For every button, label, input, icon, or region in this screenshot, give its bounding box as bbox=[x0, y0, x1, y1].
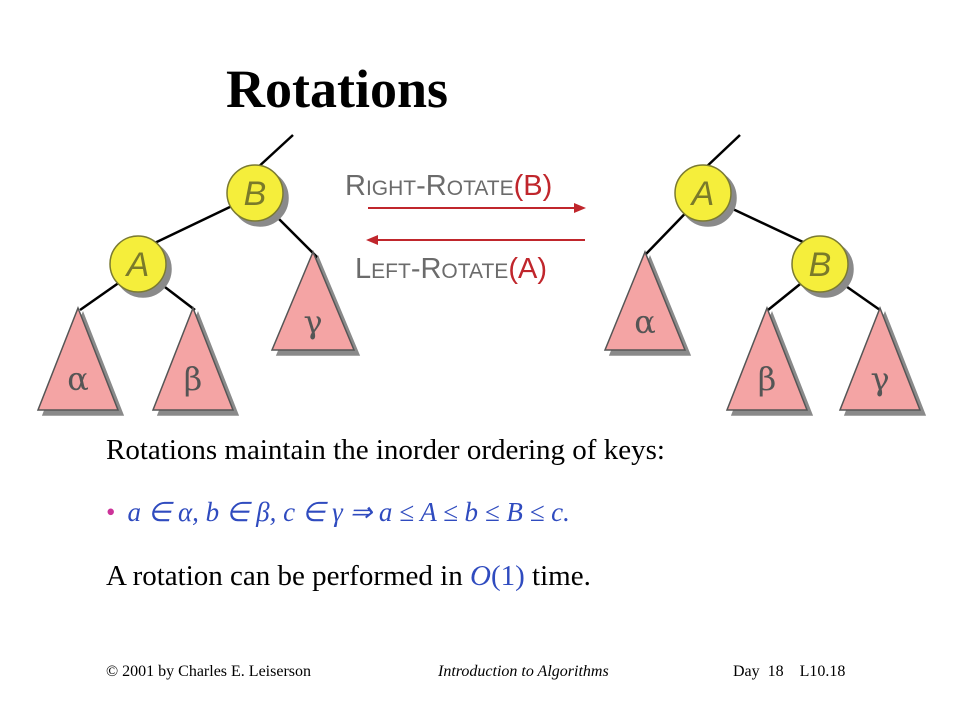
complexity-statement: A rotation can be performed in O(1) time… bbox=[106, 560, 591, 593]
right-node-b bbox=[791, 235, 849, 293]
left-node-b bbox=[226, 164, 284, 222]
left-node-a bbox=[109, 235, 167, 293]
left-beta-label: β bbox=[184, 360, 203, 398]
complexity-bound: O(1) bbox=[470, 560, 525, 592]
left-triangle-beta bbox=[151, 305, 235, 411]
ordering-formula: a ∈ α, b ∈ β, c ∈ γ ⇒ a ≤ A ≤ b ≤ B ≤ c. bbox=[127, 497, 570, 527]
footer-course: Introduction to Algorithms bbox=[438, 663, 609, 680]
right-rotate-label: RIGHT-ROTATE(B) bbox=[345, 170, 552, 202]
complexity-prefix: A rotation can be performed in bbox=[106, 560, 470, 592]
left-triangle-alpha bbox=[36, 305, 120, 411]
right-triangle-alpha bbox=[603, 250, 687, 351]
rotation-diagram: B A α β γ RIGHT-ROTATE(B) LEFT-ROTATE(A) bbox=[36, 134, 922, 411]
right-triangle-gamma bbox=[838, 305, 922, 411]
ordering-bullet: • a ∈ α, b ∈ β, c ∈ γ ⇒ a ≤ A ≤ b ≤ B ≤ c… bbox=[106, 497, 570, 528]
left-triangle-gamma bbox=[270, 250, 356, 351]
bullet-icon: • bbox=[106, 497, 116, 527]
right-alpha-label: α bbox=[634, 303, 656, 341]
right-tree: A B α β γ bbox=[603, 134, 922, 411]
left-tree: B A α β γ bbox=[36, 134, 356, 411]
footer-copyright: © 2001 by Charles E. Leiserson bbox=[106, 663, 312, 680]
right-beta-label: β bbox=[758, 360, 777, 398]
left-gamma-label: γ bbox=[303, 303, 322, 341]
slide-title: Rotations bbox=[226, 59, 449, 119]
left-alpha-label: α bbox=[67, 360, 89, 398]
complexity-suffix: time. bbox=[524, 560, 591, 592]
right-triangle-beta bbox=[725, 305, 809, 411]
left-node-a-label: A bbox=[125, 246, 150, 284]
right-node-a bbox=[674, 164, 732, 222]
right-gamma-label: γ bbox=[870, 360, 889, 398]
rotate-operations: RIGHT-ROTATE(B) LEFT-ROTATE(A) bbox=[345, 170, 586, 285]
left-node-b-label: B bbox=[244, 175, 267, 213]
ordering-statement: Rotations maintain the inorder ordering … bbox=[106, 434, 665, 466]
footer-slide-number: Day 18 L10.18 bbox=[733, 663, 846, 680]
right-node-a-label: A bbox=[690, 175, 715, 213]
left-rotate-label: LEFT-ROTATE(A) bbox=[355, 253, 547, 285]
right-node-b-label: B bbox=[809, 246, 832, 284]
